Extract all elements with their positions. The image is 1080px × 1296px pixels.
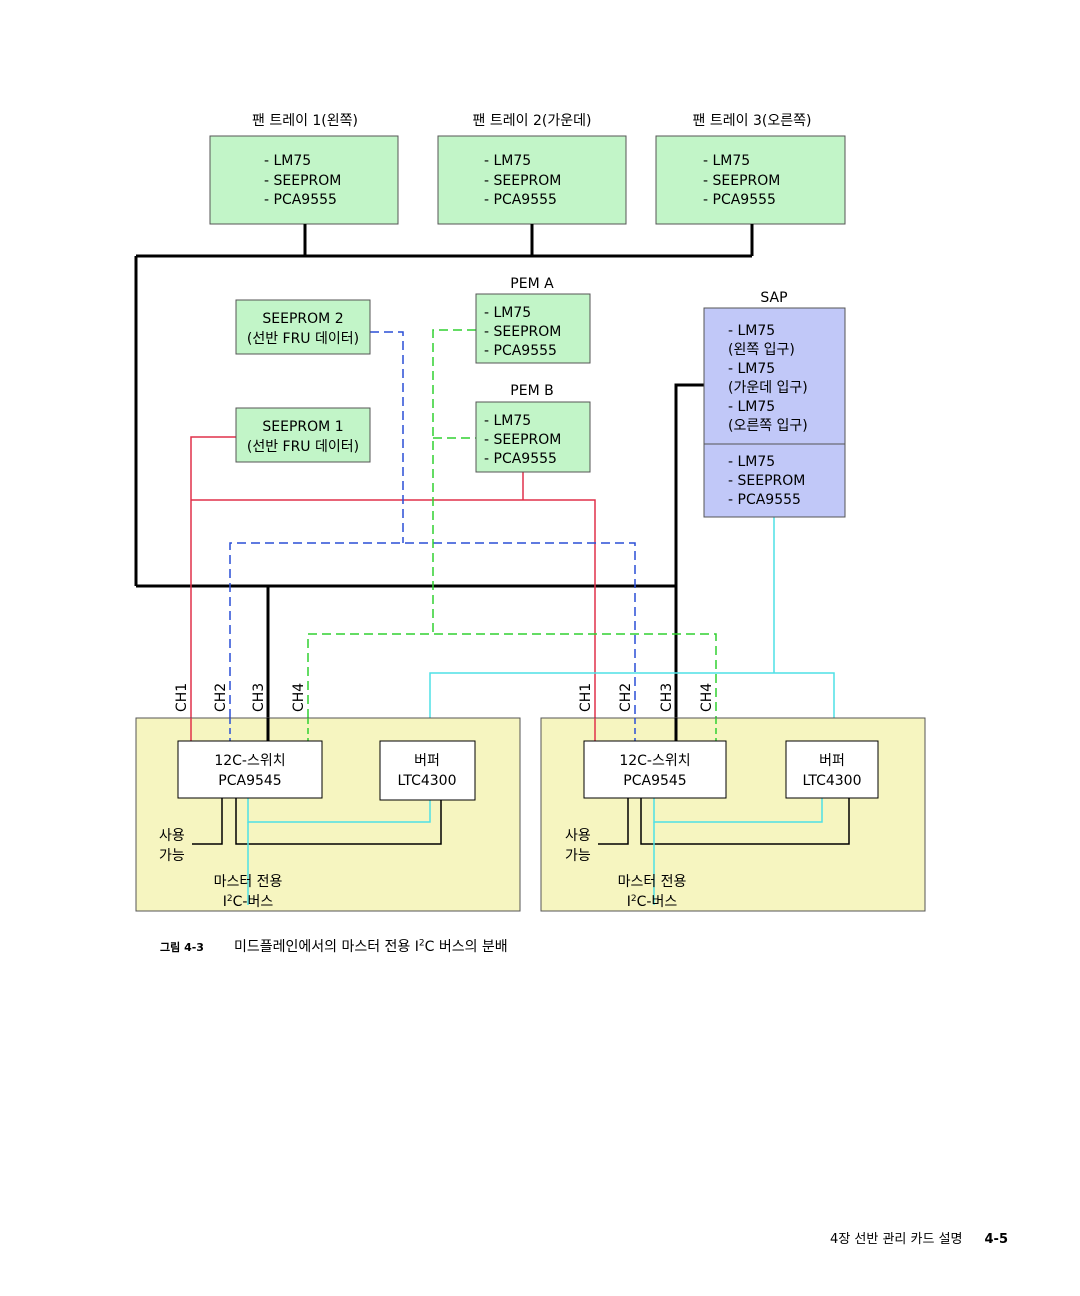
pem-b-line: - SEEPROM [484, 432, 561, 448]
fan-tray-3-title: 팬 트레이 3(오른쪽) [693, 113, 812, 129]
master-bus-name: I2C-버스 [223, 894, 274, 910]
i2c-switch-part: PCA9545 [218, 773, 281, 789]
sap-upper-line: - LM75 [728, 399, 775, 415]
page-footer: 4장 선반 관리 카드 설명 4-5 [830, 1228, 1008, 1247]
green-bus-lines [307, 329, 717, 718]
cyan-bus-lines [429, 517, 835, 741]
pem-a: PEM A - LM75 - SEEPROM - PCA9555 [475, 276, 591, 364]
fan-tray-2-line: - SEEPROM [484, 173, 561, 189]
sap-upper-line: - LM75 [728, 323, 775, 339]
fan-tray-2-line: - PCA9555 [484, 192, 557, 208]
red-bus-lines [190, 436, 596, 718]
enable-label: 사용 [159, 828, 185, 844]
fan-tray-3: 팬 트레이 3(오른쪽) - LM75 - SEEPROM - PCA9555 [655, 113, 846, 225]
fan-tray-3-line: - LM75 [703, 153, 750, 169]
fan-tray-2-line: - LM75 [484, 153, 531, 169]
buffer-label: 버퍼 [414, 753, 440, 769]
channel-label-ch3: CH3 [659, 683, 675, 712]
buffer-label: 버퍼 [819, 753, 845, 769]
sap-lower-line: - PCA9555 [728, 492, 801, 508]
i2c-switch-part: PCA9545 [623, 773, 686, 789]
figure-title-post: C 버스의 분배 [424, 939, 508, 955]
fan-tray-3-line: - PCA9555 [703, 192, 776, 208]
pem-b-line: - PCA9555 [484, 451, 557, 467]
buffer-part: LTC4300 [802, 773, 861, 789]
fan-tray-3-line: - SEEPROM [703, 173, 780, 189]
fan-tray-2-title: 팬 트레이 2(가운데) [473, 113, 592, 129]
channel-label-ch4: CH4 [699, 683, 715, 712]
figure-title-sup: 2 [418, 938, 425, 949]
master-bus-label: 마스터 전용 [618, 874, 687, 890]
blue-bus-lines [229, 331, 636, 718]
figure-title-pre: 미드플레인에서의 마스터 전용 I [233, 939, 419, 955]
main-i2c-bus-lines [134, 224, 754, 718]
i2c-switch-label: 12C-스위치 [214, 753, 285, 769]
channel-label-ch2: CH2 [213, 683, 229, 712]
pem-a-line: - SEEPROM [484, 324, 561, 340]
pem-b: PEM B - LM75 - SEEPROM - PCA9555 [475, 383, 591, 473]
master-bus-name: I2C-버스 [627, 894, 678, 910]
sap-title: SAP [760, 290, 787, 306]
seeprom-1-label: SEEPROM 1 [262, 419, 343, 435]
fan-tray-1-title: 팬 트레이 1(왼쪽) [252, 113, 358, 129]
sap-lower-line: - LM75 [728, 454, 775, 470]
pem-a-line: - PCA9555 [484, 343, 557, 359]
buffer-part: LTC4300 [397, 773, 456, 789]
shelf-card-right: CH1 CH2 CH3 CH4 12C-스위치 PCA9545 버퍼 LTC43… [540, 683, 926, 912]
enable-label: 가능 [565, 848, 591, 864]
channel-label-ch1: CH1 [578, 683, 594, 712]
fan-tray-1-line: - LM75 [264, 153, 311, 169]
pem-b-title: PEM B [510, 383, 553, 399]
pem-b-line: - LM75 [484, 413, 531, 429]
sap-upper-line: (왼쪽 입구) [728, 342, 795, 358]
channel-label-ch3: CH3 [251, 683, 267, 712]
sap-upper-line: (오른쪽 입구) [728, 418, 808, 434]
sap: SAP - LM75 (왼쪽 입구) - LM75 (가운데 입구) - LM7… [703, 290, 846, 518]
chapter-title: 4장 선반 관리 카드 설명 [830, 1232, 963, 1247]
seeprom-2-label: SEEPROM 2 [262, 311, 343, 327]
fan-tray-2: 팬 트레이 2(가운데) - LM75 - SEEPROM - PCA9555 [437, 113, 627, 225]
seeprom-1-sublabel: (선반 FRU 데이터) [247, 439, 359, 455]
seeprom-1: SEEPROM 1 (선반 FRU 데이터) [235, 407, 371, 463]
sap-upper-line: (가운데 입구) [728, 380, 808, 396]
channel-label-ch1: CH1 [174, 683, 190, 712]
pem-a-title: PEM A [510, 276, 554, 292]
figure-number: 그림 4-3 [160, 941, 204, 954]
sap-lower-line: - SEEPROM [728, 473, 805, 489]
figure-caption: 그림 4-3 미드플레인에서의 마스터 전용 I2C 버스의 분배 [160, 936, 508, 956]
seeprom-2: SEEPROM 2 (선반 FRU 데이터) [235, 299, 371, 355]
channel-label-ch4: CH4 [291, 683, 307, 712]
shelf-card-left: CH1 CH2 CH3 CH4 12C-스위치 PCA9545 버퍼 LTC43… [135, 683, 521, 912]
sap-upper-line: - LM75 [728, 361, 775, 377]
fan-tray-1-line: - SEEPROM [264, 173, 341, 189]
channel-label-ch2: CH2 [618, 683, 634, 712]
enable-label: 사용 [565, 828, 591, 844]
pem-a-line: - LM75 [484, 305, 531, 321]
fan-tray-1: 팬 트레이 1(왼쪽) - LM75 - SEEPROM - PCA9555 [209, 113, 399, 225]
i2c-switch-label: 12C-스위치 [619, 753, 690, 769]
seeprom-2-sublabel: (선반 FRU 데이터) [247, 331, 359, 347]
enable-label: 가능 [159, 848, 185, 864]
master-bus-label: 마스터 전용 [214, 874, 283, 890]
page-number: 4-5 [984, 1232, 1009, 1247]
fan-tray-1-line: - PCA9555 [264, 192, 337, 208]
